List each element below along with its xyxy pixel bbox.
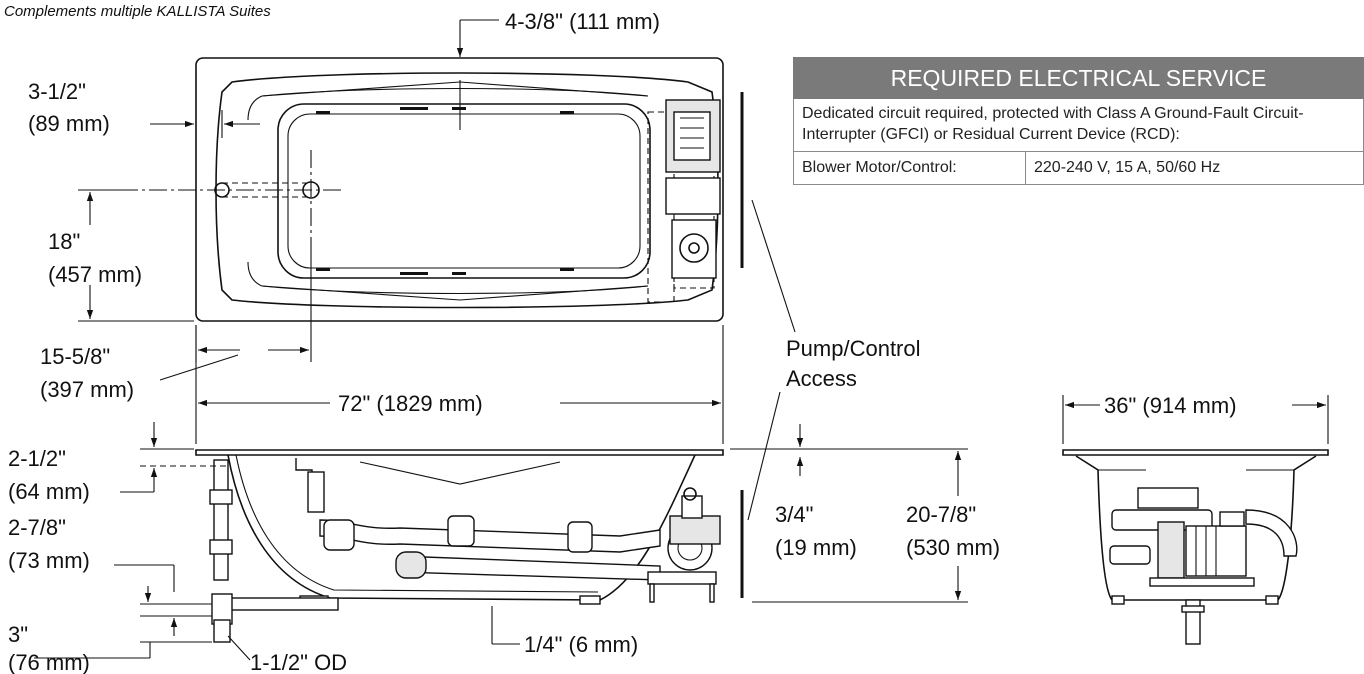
table-header-row: REQUIRED ELECTRICAL SERVICE: [793, 57, 1364, 99]
dim-side-to-drain-in: 3-1/2": [28, 79, 86, 104]
pump-access-callout: Pump/Control Access: [747, 199, 921, 521]
dim-overall-height-mm: (530 mm): [906, 535, 1000, 560]
dim-overall-length: 72" (1829 mm): [338, 391, 483, 416]
dim-foot-clearance: 1/4" (6 mm): [524, 632, 638, 657]
side-view: [195, 449, 744, 643]
dim-side-to-drain-mm: (89 mm): [28, 111, 110, 136]
subtitle: Complements multiple KALLISTA Suites: [4, 3, 271, 20]
dim-outlet-drop-mm: (76 mm): [8, 650, 90, 674]
dim-rim-thickness-mm: (19 mm): [775, 535, 857, 560]
dim-outlet-size: 1-1/2" OD: [250, 650, 347, 674]
dim-outlet-drop-in: 3": [8, 622, 28, 647]
dim-overall-width: 36" (914 mm): [1104, 393, 1237, 418]
table-row: Blower Motor/Control: 220-240 V, 15 A, 5…: [793, 151, 1364, 185]
dim-drain-height-in: 2-7/8": [8, 515, 66, 540]
callout-pump-control: Pump/Control: [786, 336, 921, 361]
end-view: 36" (914 mm): [1062, 393, 1329, 645]
side-dimensions: 2-1/2" (64 mm) 2-7/8" (73 mm) 3" (76 mm)…: [8, 422, 1000, 674]
dim-overall-height-in: 20-7/8": [906, 502, 976, 527]
dim-drain-height-mm: (73 mm): [8, 548, 90, 573]
dim-end-to-drain-in: 15-5/8": [40, 344, 110, 369]
dim-rim-height-in: 2-1/2": [8, 446, 66, 471]
plan-view: [120, 57, 744, 322]
electrical-service-table: REQUIRED ELECTRICAL SERVICE Dedicated ci…: [793, 57, 1364, 185]
dim-rim-thickness-in: 3/4": [775, 502, 813, 527]
dim-end-to-drain-mm: (397 mm): [40, 377, 134, 402]
table-row: Dedicated circuit required, protected wi…: [793, 98, 1364, 152]
plan-dimensions: 4-3/8" (111 mm) 3-1/2" (89 mm) 18" (457 …: [28, 9, 724, 444]
callout-access: Access: [786, 366, 857, 391]
table-cell-value: 220-240 V, 15 A, 50/60 Hz: [1025, 151, 1364, 185]
dim-rim-height-mm: (64 mm): [8, 479, 90, 504]
dim-drain-offset-in: 18": [48, 229, 80, 254]
table-description: Dedicated circuit required, protected wi…: [793, 98, 1364, 152]
dim-drain-offset-mm: (457 mm): [48, 262, 142, 287]
dim-rim-to-drain-top: 4-3/8" (111 mm): [505, 9, 660, 34]
table-header: REQUIRED ELECTRICAL SERVICE: [793, 57, 1364, 99]
table-cell-label: Blower Motor/Control:: [793, 151, 1026, 185]
